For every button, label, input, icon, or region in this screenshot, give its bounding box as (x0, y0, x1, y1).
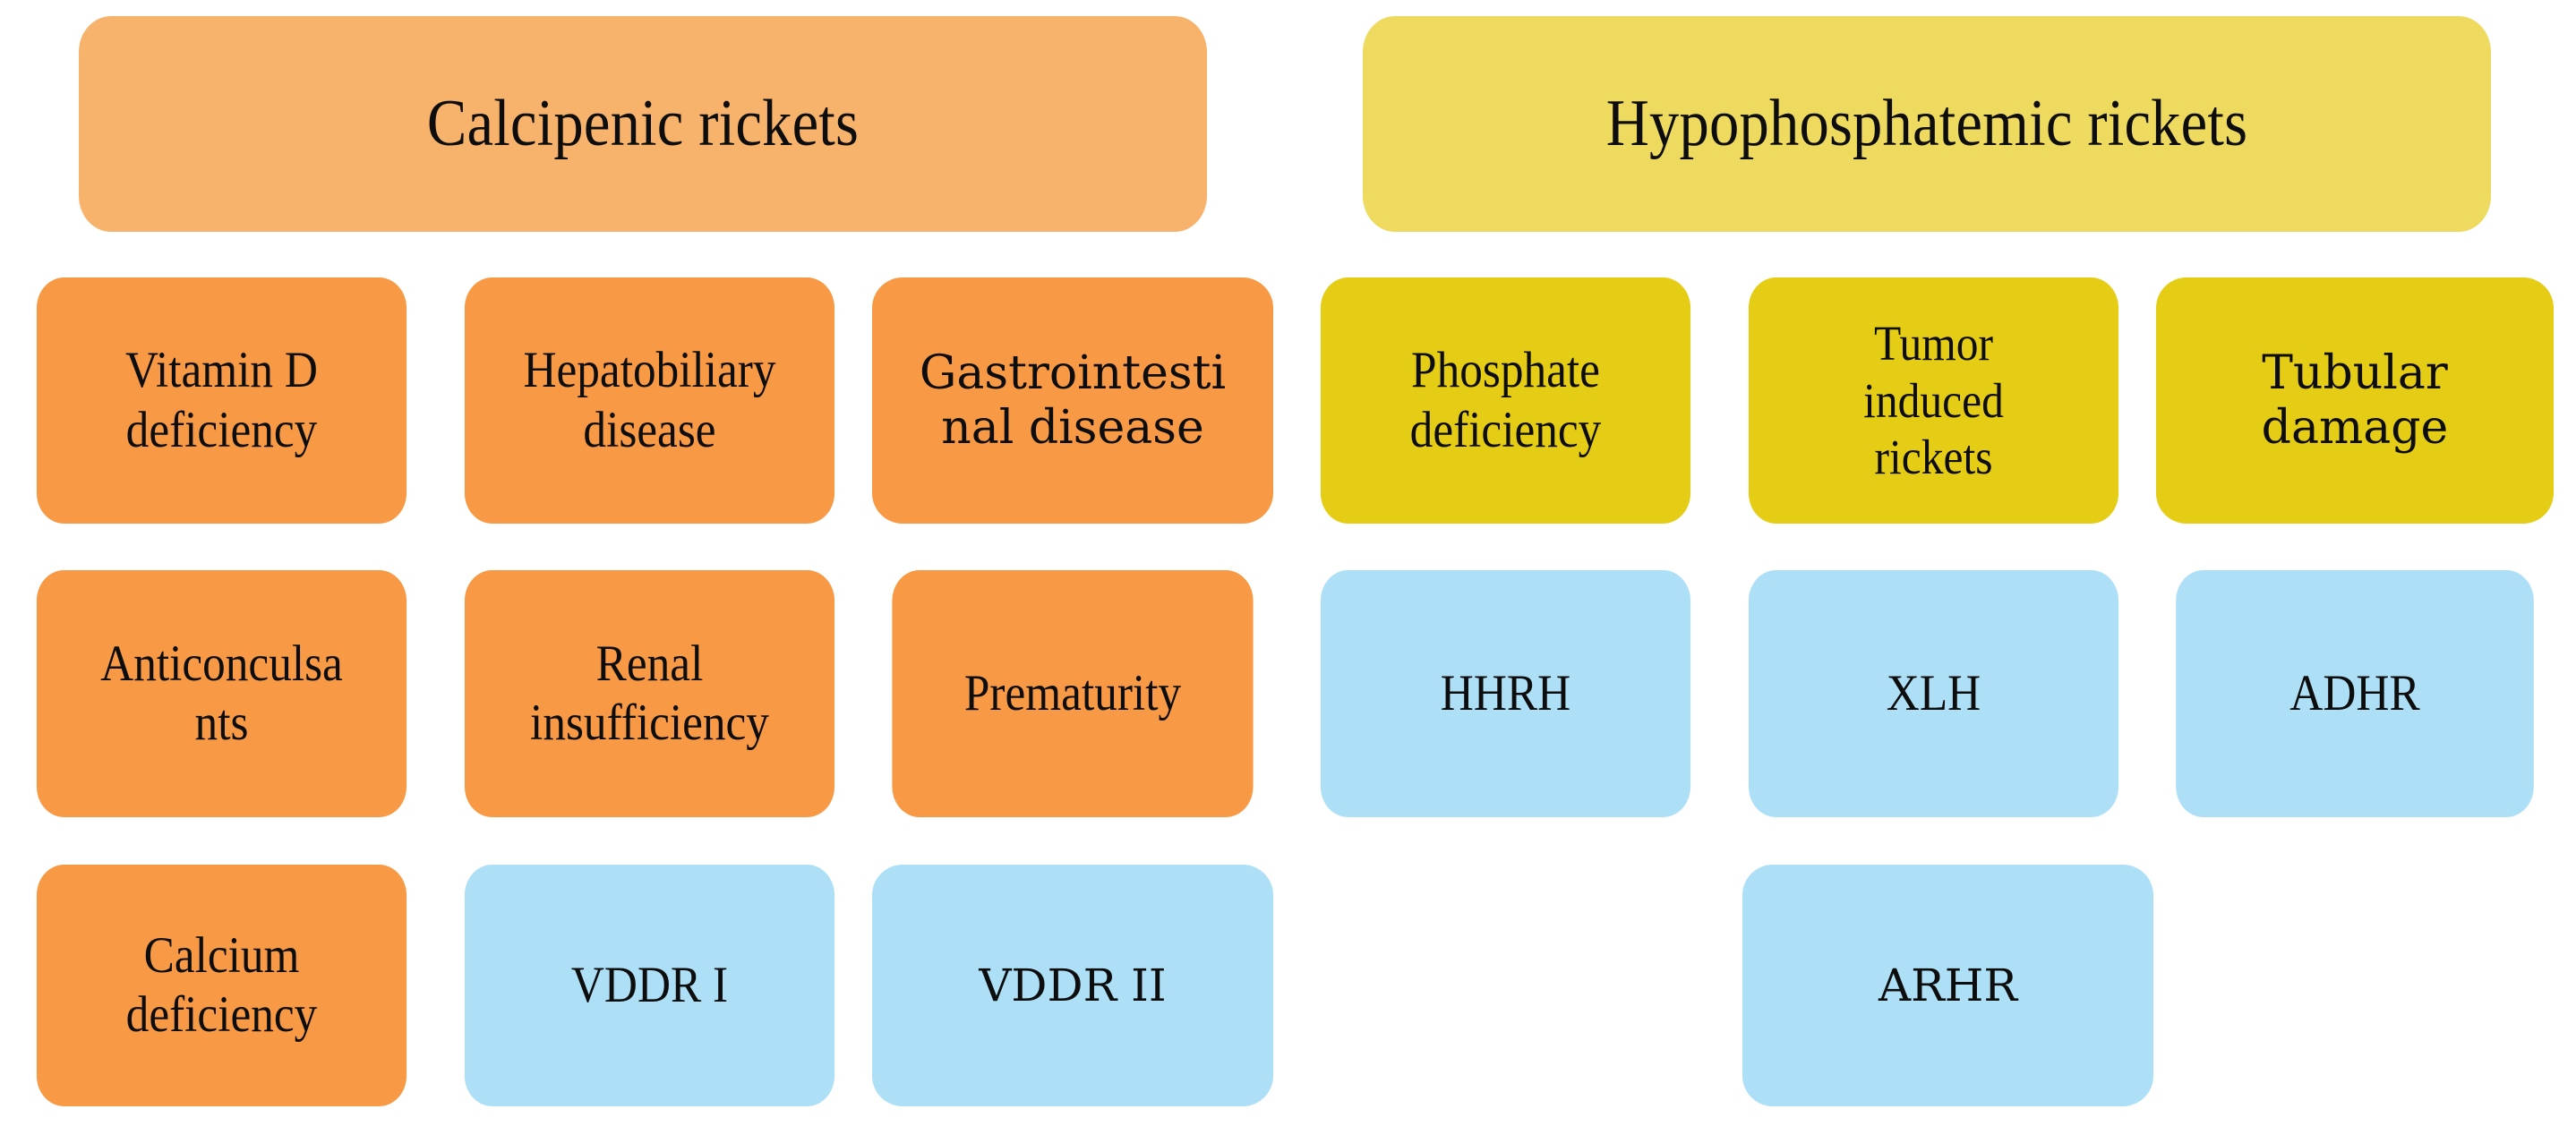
box-renal-insufficiency: Renal insufficiency (464, 570, 835, 817)
box-vddr-ii: VDDR II (872, 865, 1273, 1106)
header-hypophosphatemic-rickets: Hypophosphatemic rickets (1363, 16, 2491, 232)
header-calcipenic-rickets: Calcipenic rickets (79, 16, 1207, 232)
box-tumor-induced-rickets: Tumor induced rickets (1748, 277, 2119, 524)
box-anticonculsants: Anticonculsa nts (36, 570, 407, 817)
box-adhr: ADHR (2176, 570, 2534, 817)
box-xlh: XLH (1748, 570, 2119, 817)
box-hhrh: HHRH (1320, 570, 1691, 817)
box-tubular-damage: Tubular damage (2156, 277, 2554, 524)
box-phosphate-deficiency: Phosphate deficiency (1320, 277, 1691, 524)
box-prematurity: Prematurity (892, 570, 1254, 817)
box-calcium-deficiency: Calcium deficiency (36, 865, 407, 1106)
box-hepatobiliary-disease: Hepatobiliary disease (464, 277, 835, 524)
box-vddr-i: VDDR I (464, 865, 835, 1106)
box-arhr: ARHR (1742, 865, 2153, 1106)
box-vitamin-d-deficiency: Vitamin D deficiency (36, 277, 407, 524)
box-gastrointestinal-disease: Gastrointesti nal disease (872, 277, 1273, 524)
